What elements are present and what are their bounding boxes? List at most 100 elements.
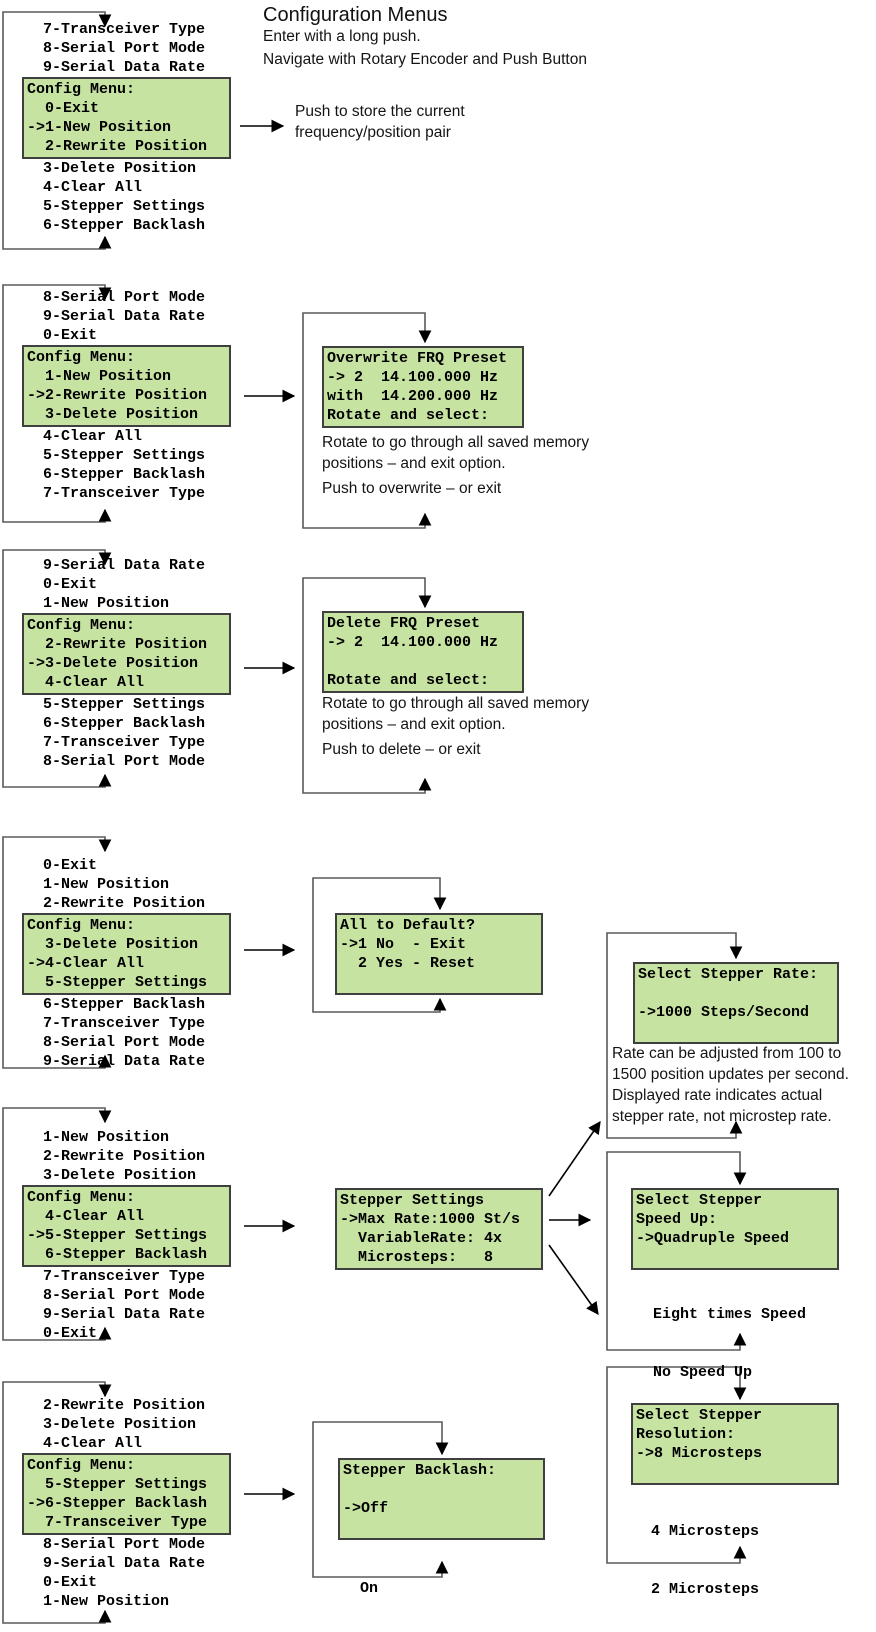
menu-item: 5-Stepper Settings bbox=[25, 447, 206, 464]
lcd-line bbox=[340, 1518, 543, 1537]
menu-item: 0-Exit bbox=[27, 100, 100, 117]
note-line: positions – and exit option. bbox=[322, 455, 506, 472]
lcd-line: All to Default? bbox=[340, 917, 476, 934]
note-line: frequency/position pair bbox=[295, 124, 451, 141]
menu-item: 8-Serial Port Mode bbox=[25, 1536, 206, 1553]
store-note: Push to store the current frequency/posi… bbox=[295, 101, 465, 143]
menu-item: 4-Clear All bbox=[25, 428, 143, 445]
lcd-line: VariableRate: 4x bbox=[340, 1230, 503, 1247]
lcd-line: Delete FRQ Preset bbox=[327, 615, 481, 632]
menu-item: 1-New Position bbox=[25, 1129, 170, 1146]
note-line: Rotate to go through all saved memory bbox=[322, 695, 590, 712]
lcd-screen-stepper-rate: Select Stepper Rate: ->1000 Steps/Second bbox=[633, 962, 839, 1044]
lcd-line: Select Stepper bbox=[636, 1192, 763, 1209]
lcd-line-selected: ->Quadruple Speed bbox=[636, 1230, 790, 1247]
note-line: Push to overwrite – or exit bbox=[322, 480, 502, 497]
menu-item: 9-Serial Data Rate bbox=[25, 59, 206, 76]
menu-item: 2-Rewrite Position bbox=[25, 1397, 206, 1414]
lcd-window-menu-5: Config Menu: 4-Clear All ->5-Stepper Set… bbox=[22, 1185, 231, 1267]
menu-item: 9-Serial Data Rate bbox=[25, 1555, 206, 1572]
lcd-line: Microsteps: 8 bbox=[340, 1249, 494, 1266]
lcd-window-menu-2: Config Menu: 1-New Position ->2-Rewrite … bbox=[22, 345, 231, 427]
delete-note: Rotate to go through all saved memory po… bbox=[322, 693, 589, 760]
menu-item: 2-Rewrite Position bbox=[27, 636, 208, 653]
menu-item: 0-Exit bbox=[25, 327, 98, 344]
lcd-line-selected: ->1000 Steps/Second bbox=[638, 1004, 810, 1021]
menu-item: 2-Rewrite Position bbox=[27, 138, 208, 155]
menu-item: 9-Serial Data Rate bbox=[25, 308, 206, 325]
lcd-line bbox=[337, 973, 541, 992]
scroll-menu-4: 0-Exit 1-New Position 2-Rewrite Position… bbox=[22, 856, 231, 1071]
lcd-line bbox=[340, 1480, 543, 1499]
menu-item: 3-Delete Position bbox=[27, 936, 199, 953]
lcd-menu-header: Config Menu: bbox=[27, 1189, 136, 1206]
lcd-line: Select Stepper bbox=[636, 1407, 763, 1424]
menu-item: 6-Stepper Backlash bbox=[25, 715, 206, 732]
option-item: No Speed Up bbox=[653, 1364, 753, 1382]
menu-item: 4-Clear All bbox=[27, 674, 145, 691]
lcd-menu-header: Config Menu: bbox=[27, 1457, 136, 1474]
menu-item: 7-Transceiver Type bbox=[27, 1514, 208, 1531]
lcd-screen-delete: Delete FRQ Preset -> 2 14.100.000 Hz Rot… bbox=[322, 611, 524, 693]
menu-item: 9-Serial Data Rate bbox=[25, 557, 206, 574]
lcd-window-menu-3: Config Menu: 2-Rewrite Position ->3-Dele… bbox=[22, 613, 231, 695]
page-subtitle-1: Enter with a long push. bbox=[263, 28, 421, 45]
note-line: 1500 position updates per second. bbox=[612, 1066, 849, 1083]
lcd-line: Rotate and select: bbox=[327, 672, 490, 689]
menu-item: 3-Delete Position bbox=[27, 406, 199, 423]
lcd-window-menu-6: Config Menu: 5-Stepper Settings ->6-Step… bbox=[22, 1453, 231, 1535]
lcd-screen-overwrite: Overwrite FRQ Preset -> 2 14.100.000 Hz … bbox=[322, 346, 524, 428]
note-line: Displayed rate indicates actual bbox=[612, 1087, 823, 1104]
menu-item-selected: ->6-Stepper Backlash bbox=[27, 1495, 208, 1512]
menu-item: 1-New Position bbox=[25, 876, 170, 893]
lcd-line-selected: ->1 No - Exit bbox=[340, 936, 467, 953]
lcd-line: Stepper Backlash: bbox=[343, 1462, 497, 1479]
note-line: Push to delete – or exit bbox=[322, 741, 481, 758]
menu-item: 0-Exit bbox=[25, 1325, 98, 1342]
resolution-options: 4 Microsteps 2 Microsteps 0 Microsteps bbox=[651, 1483, 759, 1632]
menu-item: 5-Stepper Settings bbox=[27, 1476, 208, 1493]
rate-note: Rate can be adjusted from 100 to 1500 po… bbox=[612, 1043, 849, 1127]
lcd-line bbox=[633, 1248, 837, 1267]
lcd-line-selected: -> 2 14.100.000 Hz bbox=[327, 369, 499, 386]
menu-item: 6-Stepper Backlash bbox=[27, 1246, 208, 1263]
menu-item: 0-Exit bbox=[25, 857, 98, 874]
menu-item: 3-Delete Position bbox=[25, 1167, 197, 1184]
lcd-line: Select Stepper Rate: bbox=[638, 966, 819, 983]
menu-item: 5-Stepper Settings bbox=[25, 198, 206, 215]
menu-item-selected: ->2-Rewrite Position bbox=[27, 387, 208, 404]
menu-item: 3-Delete Position bbox=[25, 1416, 197, 1433]
lcd-line-selected: ->8 Microsteps bbox=[636, 1445, 763, 1462]
lcd-line bbox=[635, 984, 837, 1003]
option-item: On bbox=[342, 1579, 379, 1597]
menu-item: 0-Exit bbox=[25, 1574, 98, 1591]
lcd-screen-backlash: Stepper Backlash: ->Off bbox=[338, 1458, 545, 1540]
menu-item: 1-New Position bbox=[27, 368, 172, 385]
menu-item: 2-Rewrite Position bbox=[25, 1148, 206, 1165]
menu-item: 6-Stepper Backlash bbox=[25, 996, 206, 1013]
menu-item: 9-Serial Data Rate bbox=[25, 1053, 206, 1070]
scroll-menu-5: 1-New Position 2-Rewrite Position 3-Dele… bbox=[22, 1128, 231, 1343]
page-title: Configuration Menus bbox=[263, 4, 448, 26]
note-line: stepper rate, not microstep rate. bbox=[612, 1108, 832, 1125]
menu-item: 4-Clear All bbox=[25, 179, 143, 196]
lcd-line-selected: ->Max Rate:1000 St/s bbox=[340, 1211, 521, 1228]
option-item: 4 Microsteps bbox=[651, 1522, 760, 1540]
lcd-window-menu-1: Config Menu: 0-Exit ->1-New Position 2-R… bbox=[22, 77, 231, 159]
menu-item: 4-Clear All bbox=[25, 1435, 143, 1452]
lcd-menu-header: Config Menu: bbox=[27, 349, 136, 366]
lcd-line: Stepper Settings bbox=[340, 1192, 485, 1209]
lcd-menu-header: Config Menu: bbox=[27, 81, 136, 98]
page-subtitle-2: Navigate with Rotary Encoder and Push Bu… bbox=[263, 51, 587, 68]
lcd-line: Resolution: bbox=[636, 1426, 736, 1443]
menu-item: 7-Transceiver Type bbox=[25, 485, 206, 502]
menu-item: 8-Serial Port Mode bbox=[25, 1034, 206, 1051]
menu-item: 7-Transceiver Type bbox=[25, 21, 206, 38]
arrow-settings-resolution bbox=[548, 1244, 599, 1316]
menu-item: 7-Transceiver Type bbox=[25, 1015, 206, 1032]
option-item: Eight times Speed bbox=[653, 1305, 807, 1323]
lcd-line: Speed Up: bbox=[636, 1211, 718, 1228]
lcd-line-selected: -> 2 14.100.000 Hz bbox=[327, 634, 499, 651]
lcd-line bbox=[633, 1463, 837, 1482]
menu-item: 9-Serial Data Rate bbox=[25, 1306, 206, 1323]
